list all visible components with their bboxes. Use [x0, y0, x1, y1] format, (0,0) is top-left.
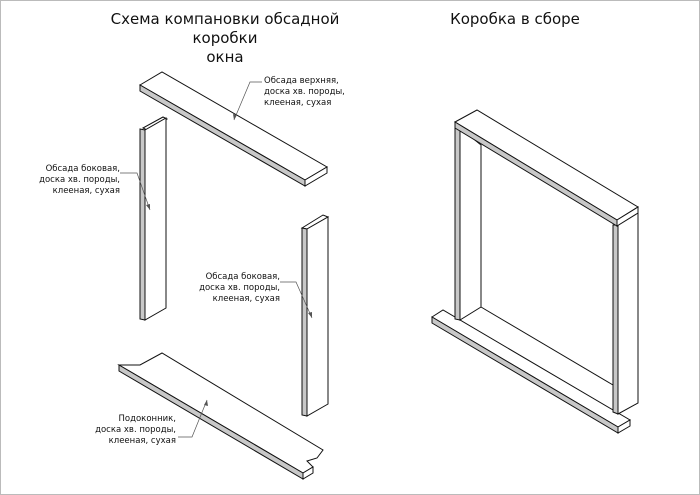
- assembled-title: Коробка в сборе: [450, 10, 580, 28]
- label-line: клееная, сухая: [108, 436, 176, 446]
- leader-top: [233, 81, 262, 121]
- label-line: доска хв. породы,: [264, 87, 345, 97]
- top-casing-board: [139, 71, 328, 187]
- left-side-casing-board: [139, 116, 169, 321]
- right-side-casing-board: [300, 214, 330, 417]
- label-top-casing: Обсада верхняя, доска хв. породы, клеена…: [264, 76, 345, 109]
- label-sill: Подоконник, доска хв. породы, клееная, с…: [90, 414, 176, 447]
- leader-sill: [178, 399, 208, 438]
- label-line: Обсада верхняя,: [264, 76, 339, 86]
- scheme-title: Схема компановки обсадной коробки окна: [100, 10, 350, 67]
- label-line: доска хв. породы,: [39, 175, 120, 185]
- label-line: Обсада боковая,: [205, 272, 280, 282]
- label-left-casing: Обсада боковая, доска хв. породы, клеена…: [30, 164, 120, 197]
- label-line: клееная, сухая: [264, 98, 332, 108]
- label-line: доска хв. породы,: [95, 425, 176, 435]
- leader-right: [280, 281, 313, 319]
- label-line: клееная, сухая: [212, 294, 280, 304]
- scheme-title-line2: окна: [206, 48, 244, 66]
- window-sill-board: [117, 352, 324, 480]
- label-line: Подоконник,: [118, 414, 176, 424]
- label-line: клееная, сухая: [52, 186, 120, 196]
- scheme-title-line1: Схема компановки обсадной коробки: [110, 10, 340, 47]
- leader-left: [120, 172, 151, 211]
- assembled-window-frame: [431, 109, 639, 434]
- label-right-casing: Обсада боковая, доска хв. породы, клеена…: [190, 272, 280, 305]
- label-line: Обсада боковая,: [45, 164, 120, 174]
- label-line: доска хв. породы,: [199, 283, 280, 293]
